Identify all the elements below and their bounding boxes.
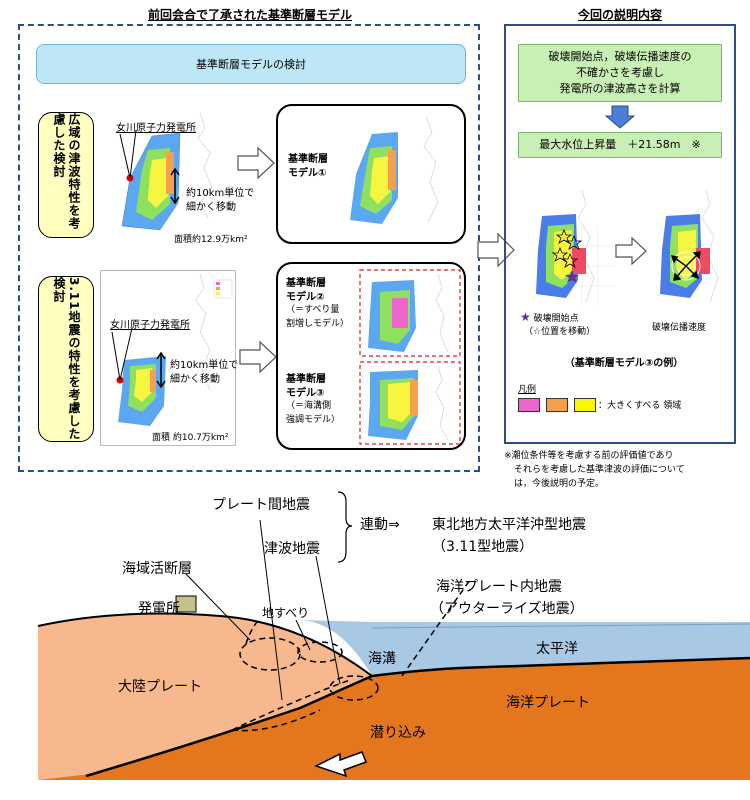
description-line-2: 不確かさを考慮し bbox=[576, 66, 664, 79]
model3-desc-1: （＝海溝側 bbox=[286, 401, 332, 411]
type-311-label: （3.11型地震） bbox=[432, 539, 534, 555]
linked-label: 連動⇒ bbox=[360, 517, 400, 533]
subduction-arrow bbox=[314, 751, 367, 778]
legend-title: 凡例 bbox=[518, 385, 537, 395]
model3-title-1: 基準断層 bbox=[286, 374, 326, 385]
row1-map bbox=[119, 112, 213, 231]
model3-title-2: モデル③ bbox=[286, 388, 325, 399]
left-section-title: 前回会合で了承された基準断層モデル bbox=[147, 8, 352, 22]
intraplate-label-2: （アウターライズ地震） bbox=[430, 601, 584, 617]
model1-title-1: 基準断層 bbox=[288, 154, 328, 165]
slip-label: 地すべり bbox=[262, 606, 310, 620]
tohoku-type-label: 東北地方太平洋沖型地震 bbox=[432, 517, 586, 533]
right-panel bbox=[504, 24, 736, 444]
model3-desc-2: 強調モデル） bbox=[286, 415, 341, 425]
row1-move-note-1: 約10km単位で bbox=[186, 188, 255, 199]
row2-label: 3.11地震の特性を考慮した検討 bbox=[38, 276, 94, 442]
purple-star-icon: ★ bbox=[520, 310, 531, 324]
active-fault-label: 海域活断層 bbox=[122, 561, 192, 577]
propagation-map bbox=[660, 189, 719, 303]
row1-fault-orange bbox=[166, 152, 174, 194]
continental-plate-shape bbox=[38, 613, 372, 780]
model3-map bbox=[359, 361, 461, 445]
row1-label: 広域の津波特性を考慮した検討 bbox=[38, 112, 94, 238]
description-line-3: 発電所の津波高さを計算 bbox=[559, 82, 681, 95]
oceanic-plate-label: 海洋プレート bbox=[506, 695, 590, 711]
row1-move-arrow bbox=[170, 168, 180, 204]
pacific-label: 太平洋 bbox=[536, 641, 578, 657]
cross-section bbox=[37, 491, 750, 780]
legend-text: ：大きくすべる 領域 bbox=[598, 401, 682, 411]
power-plant-label: 発電所 bbox=[138, 601, 180, 617]
row2-move-note-1: 約10km単位で bbox=[170, 360, 239, 371]
description-line-1: 破壊開始点，破壊伝播速度の bbox=[548, 50, 692, 63]
power-plant-icon bbox=[175, 595, 197, 613]
row1-block-arrow bbox=[237, 146, 275, 180]
tsunami-eq-label: 津波地震 bbox=[264, 541, 320, 557]
rupture-start-text: 破壊開始点 bbox=[533, 314, 579, 324]
model2-title-2: モデル② bbox=[286, 292, 325, 303]
row1-area: 面積約12.9万km² bbox=[174, 235, 248, 245]
row1-plant-name: 女川原子力発電所 bbox=[116, 123, 196, 134]
subduction-label: 潜り込み bbox=[370, 725, 426, 741]
legend-swatch-pink bbox=[518, 398, 540, 412]
model2-map bbox=[359, 269, 461, 357]
note-line-2: それらを考慮した基準津波の評価について bbox=[514, 465, 685, 475]
row1-move-note-2: 細かく移動 bbox=[186, 202, 236, 213]
rupture-move-label: （☆位置を移動） bbox=[524, 327, 596, 337]
rupture-start-label: ★ 破壊開始点 bbox=[520, 310, 579, 324]
row1-fault-yellow bbox=[148, 158, 168, 208]
legend-swatch-yellow bbox=[574, 398, 596, 412]
description-box: 破壊開始点，破壊伝播速度の 不確かさを考慮し 発電所の津波高さを計算 bbox=[518, 44, 722, 102]
trench-label: 海溝 bbox=[368, 651, 396, 667]
row2-move-arrow bbox=[156, 352, 166, 388]
model1-title-2: モデル① bbox=[288, 168, 327, 179]
row2-map-frame bbox=[100, 270, 236, 446]
model2-desc-1: （＝すべり量 bbox=[286, 305, 340, 315]
row2-plant-name: 女川原子力発電所 bbox=[110, 320, 190, 331]
example-caption: （基準断層モデル③の例） bbox=[564, 358, 684, 369]
rupture-start-map bbox=[536, 189, 616, 306]
row2-move-note-2: 細かく移動 bbox=[170, 374, 220, 385]
propagation-label: 破壊伝播速度 bbox=[652, 323, 707, 333]
row2-area: 面積 約10.7万km² bbox=[152, 433, 229, 443]
down-arrow bbox=[604, 105, 636, 129]
right-section-title: 今回の説明内容 bbox=[577, 8, 662, 22]
intraplate-label-1: 海洋プレート内地震 bbox=[436, 579, 562, 595]
oceanic-plate-shape bbox=[38, 658, 750, 780]
header-box: 基準断層モデルの検討 bbox=[36, 44, 466, 84]
result-box: 最大水位上昇量 ＋21.58m ※ bbox=[518, 132, 722, 158]
continental-plate-label: 大陸プレート bbox=[118, 679, 202, 695]
note-line-1: ※潮位条件等を考慮する前の評価値であり bbox=[504, 451, 674, 461]
interplate-label: プレート間地震 bbox=[212, 497, 310, 513]
legend-swatch-orange bbox=[546, 398, 568, 412]
model1-map bbox=[350, 115, 439, 224]
rupture-arrow bbox=[615, 236, 647, 266]
model2-title-1: 基準断層 bbox=[286, 278, 326, 289]
model2-desc-2: 割増しモデル） bbox=[286, 319, 350, 329]
note-line-3: は，今後説明の予定。 bbox=[514, 479, 605, 489]
row2-block-arrow bbox=[239, 340, 277, 374]
row2-map bbox=[111, 273, 233, 426]
